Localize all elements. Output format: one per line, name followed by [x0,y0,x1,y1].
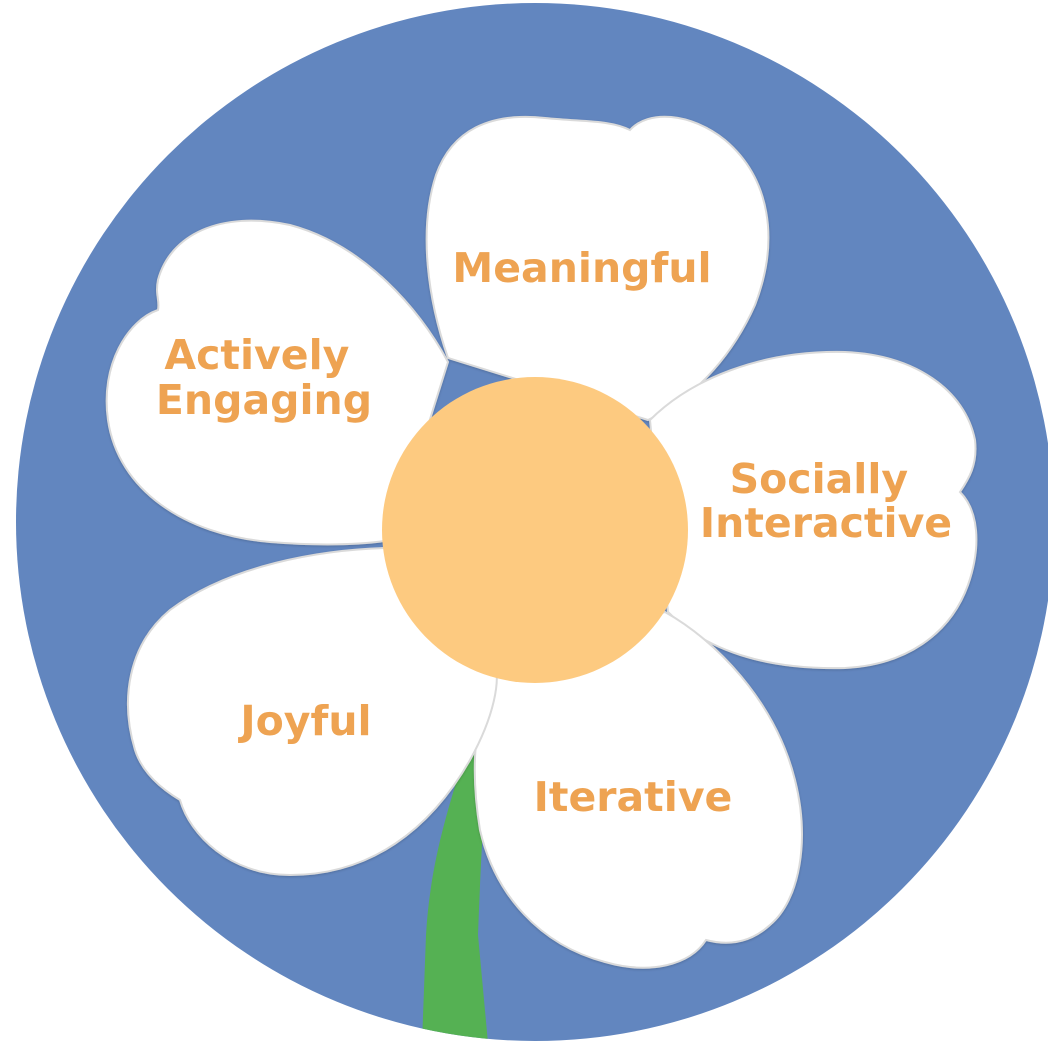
label-actively-engaging-line1: Actively [164,331,349,379]
petal-socially-interactive [648,350,978,670]
label-meaningful: Meaningful [452,244,711,292]
petal-joyful [127,546,498,877]
label-meaningful-line1: Meaningful [452,244,711,292]
petal-actively-engaging [105,219,450,546]
petal-meaningful [425,115,770,422]
petals-group [105,115,978,969]
label-iterative: Iterative [534,773,733,821]
label-joyful: Joyful [237,697,371,745]
petal-iterative [473,610,803,969]
label-actively-engaging: Actively Engaging [156,331,372,424]
label-iterative-line1: Iterative [534,773,733,821]
label-actively-engaging-line2: Engaging [156,376,372,424]
label-socially-interactive-line2: Interactive [700,499,952,547]
label-socially-interactive-line1: Socially [730,455,909,503]
label-joyful-line1: Joyful [237,697,371,745]
label-socially-interactive: Socially Interactive [700,455,952,547]
flower-center [382,377,688,683]
